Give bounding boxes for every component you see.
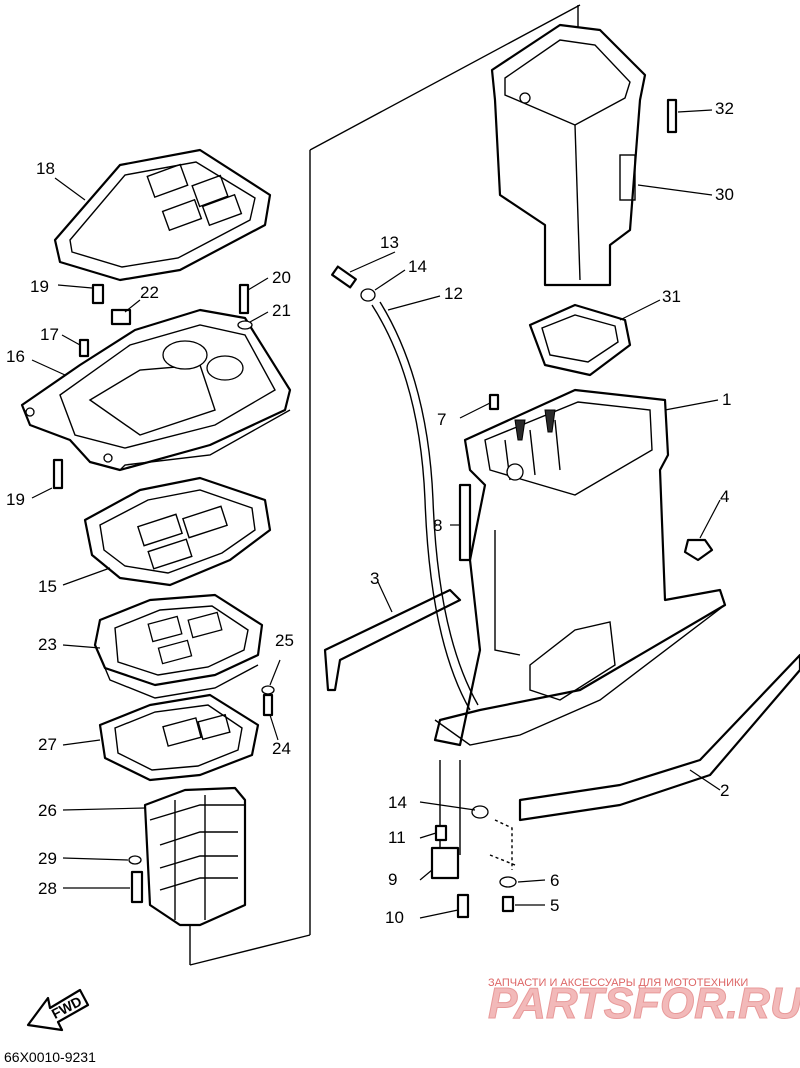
fitting-part-13 [331, 265, 357, 289]
callout-23: 23 [38, 635, 57, 654]
seal-strip-part-2 [518, 653, 800, 822]
pin-part-7 [488, 393, 500, 411]
callout-19-top: 19 [30, 277, 49, 296]
callout-10: 10 [385, 908, 404, 927]
watermark-tagline: ЗАПЧАСТИ И АКСЕССУАРЫ ДЛЯ МОТОТЕХНИКИ [488, 977, 748, 989]
callout-17: 17 [40, 325, 59, 344]
callout-11: 11 [388, 828, 406, 847]
callout-6: 6 [550, 871, 559, 890]
bolt-20 [238, 283, 250, 315]
leader-lines [31, 109, 721, 919]
watermark-brand: PARTSFOR.RU [488, 979, 800, 1028]
callout-3: 3 [370, 569, 379, 588]
upper-mount-plate-part-16 [20, 308, 292, 472]
callout-numbers: 18 19 20 21 22 17 16 19 15 23 27 26 29 2… [6, 99, 734, 927]
callout-9: 9 [388, 870, 397, 889]
callout-21: 21 [272, 301, 291, 320]
callout-1: 1 [722, 390, 731, 409]
diagram-code: 66X0010-9231 [4, 1049, 96, 1065]
bolt-part-8 [458, 483, 472, 562]
clamp-part-14-top [360, 288, 376, 302]
top-gasket-part-18 [53, 148, 272, 282]
reed-block-part-26 [143, 786, 247, 927]
callout-32: 32 [715, 99, 734, 118]
bolt-24 [262, 693, 274, 717]
callout-14-bottom: 14 [388, 793, 407, 812]
holder-9 [430, 846, 460, 880]
grommet-part-4 [683, 538, 714, 562]
callout-16: 16 [6, 347, 25, 366]
seal-strip-part-3 [323, 588, 462, 692]
pin-11 [434, 824, 448, 842]
pin-17 [78, 338, 90, 358]
callout-31: 31 [662, 287, 681, 306]
hose-part-12 [371, 304, 471, 711]
washer-21 [237, 320, 253, 330]
fasteners [52, 283, 275, 904]
lower-fittings [430, 760, 517, 919]
callout-29: 29 [38, 849, 57, 868]
upper-casing-part-1 [433, 388, 727, 747]
callout-4: 4 [720, 487, 729, 506]
watermark: ЗАПЧАСТИ И АКСЕССУАРЫ ДЛЯ МОТОТЕХНИКИ PA… [488, 977, 800, 1029]
callout-15: 15 [38, 577, 57, 596]
fitting-22 [110, 308, 132, 326]
washer-25 [261, 685, 275, 695]
callout-18: 18 [36, 159, 55, 178]
callout-28: 28 [38, 879, 57, 898]
callout-25: 25 [275, 631, 294, 650]
clamp-14-bottom [471, 805, 489, 819]
callout-22: 22 [140, 283, 159, 302]
bolt-10 [456, 893, 470, 919]
callout-13: 13 [380, 233, 399, 252]
washer-29 [128, 855, 142, 865]
callout-27: 27 [38, 735, 57, 754]
bolt-5 [501, 895, 515, 913]
callout-19-bottom: 19 [6, 490, 25, 509]
callout-5: 5 [550, 896, 559, 915]
callout-8: 8 [433, 516, 442, 535]
gasket-part-27 [98, 693, 260, 782]
callout-7: 7 [437, 410, 446, 429]
callout-12: 12 [444, 284, 463, 303]
callout-14-top: 14 [408, 257, 427, 276]
bolt-19-bottom [52, 458, 64, 490]
gasket-part-31 [528, 303, 632, 377]
callout-26: 26 [38, 801, 57, 820]
oil-pan-part-30 [490, 23, 647, 287]
washer-6 [499, 876, 517, 888]
bolt-19-top [91, 283, 105, 305]
bolt-28 [130, 870, 144, 904]
plate-part-23 [93, 593, 264, 699]
callout-2: 2 [720, 781, 729, 800]
callout-20: 20 [272, 268, 291, 287]
bolt-part-32 [666, 98, 678, 134]
callout-24: 24 [272, 739, 291, 758]
gasket-part-15 [83, 476, 272, 587]
forward-arrow-icon: FWD [26, 988, 90, 1032]
callout-30: 30 [715, 185, 734, 204]
